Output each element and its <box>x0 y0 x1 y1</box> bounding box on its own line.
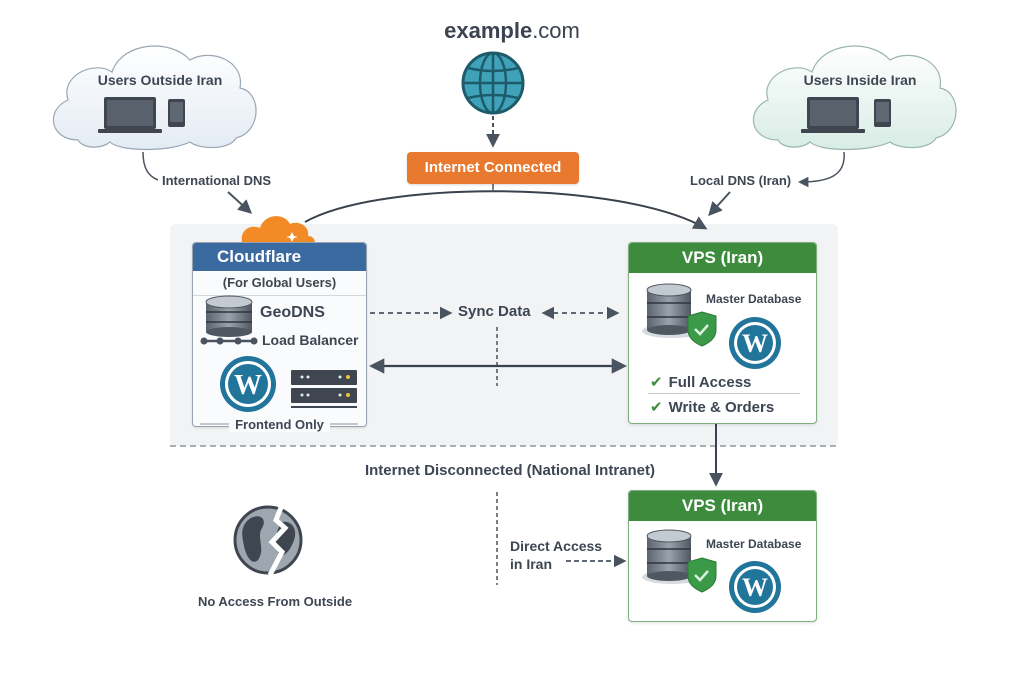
master-database-label: Master Database <box>706 537 802 551</box>
globe-icon <box>461 51 525 115</box>
international-dns-label: International DNS <box>162 173 272 188</box>
internet-disconnected-label: Internet Disconnected (National Intranet… <box>364 462 656 479</box>
shield-check-icon <box>687 557 717 593</box>
svg-text:W: W <box>742 329 768 358</box>
load-balancer-label: Load Balancer <box>262 332 359 348</box>
tablet-icon <box>874 99 891 127</box>
broken-globe-icon <box>233 504 303 577</box>
direct-access-line2: in Iran <box>510 556 553 572</box>
vps-title: VPS (Iran) <box>629 491 816 521</box>
wordpress-icon: W <box>729 561 781 613</box>
no-access-label: No Access From Outside <box>197 594 353 609</box>
geodns-label: GeoDNS <box>260 304 325 321</box>
arrow-inside-cloud-dns <box>797 151 845 188</box>
domain-tld: .com <box>532 18 580 43</box>
svg-text:W: W <box>234 370 262 401</box>
sync-data-label: Sync Data <box>458 303 531 320</box>
feature-full-access: ✔ Full Access <box>650 373 751 391</box>
internet-connected-badge: Internet Connected <box>407 152 579 184</box>
load-balancer-icon <box>200 337 258 345</box>
feature-divider <box>648 393 800 394</box>
laptop-icon <box>98 97 162 133</box>
users-outside-label: Users Outside Iran <box>97 72 223 88</box>
shield-check-icon <box>687 311 717 347</box>
svg-text:W: W <box>742 573 768 602</box>
domain-name: example <box>444 18 533 43</box>
check-icon: ✔ <box>650 374 663 391</box>
direct-access-label: Direct Access in Iran <box>510 537 602 573</box>
laptop-icon <box>801 97 865 133</box>
arrow-to-cloudflare <box>227 191 253 214</box>
users-inside-label: Users Inside Iran <box>803 72 917 88</box>
arrow-to-vps <box>708 191 731 217</box>
cloudflare-subtitle: (For Global Users) <box>193 271 366 296</box>
wordpress-icon: W <box>220 356 276 412</box>
feature-text: Full Access <box>668 374 752 391</box>
database-icon <box>642 529 702 584</box>
wordpress-icon: W <box>729 317 781 369</box>
local-dns-label: Local DNS (Iran) <box>690 173 792 188</box>
arc-internet-connection <box>304 190 708 230</box>
database-icon <box>642 283 702 338</box>
cloudflare-logo-icon <box>241 216 315 242</box>
frontend-only-label: Frontend Only <box>192 417 367 432</box>
master-database-label: Master Database <box>706 292 802 306</box>
feature-write-orders: ✔ Write & Orders <box>650 398 774 416</box>
site-domain: example.com <box>0 18 1024 44</box>
frontend-only-text: Frontend Only <box>229 417 330 432</box>
tablet-icon <box>168 99 185 127</box>
edge-outside-cloud <box>142 151 159 181</box>
direct-access-line1: Direct Access <box>510 538 603 554</box>
vps-title: VPS (Iran) <box>629 243 816 273</box>
cloudflare-title: Cloudflare <box>193 243 366 271</box>
feature-text: Write & Orders <box>668 399 775 416</box>
database-icon <box>205 295 253 337</box>
check-icon: ✔ <box>650 399 663 416</box>
server-rack-icon <box>291 370 357 408</box>
